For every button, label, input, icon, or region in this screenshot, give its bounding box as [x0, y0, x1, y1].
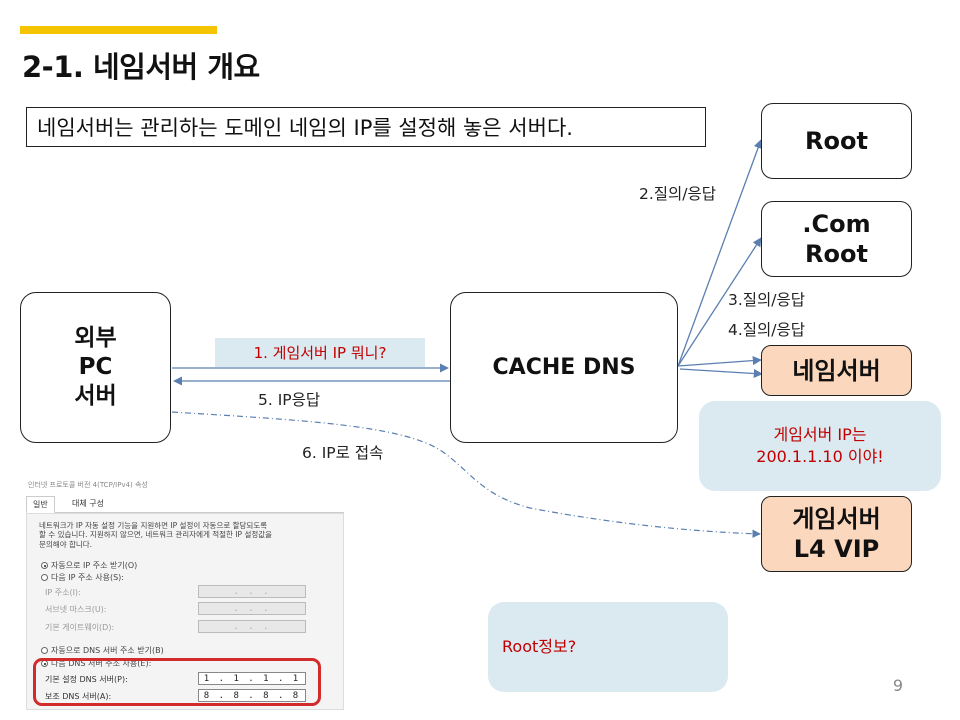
root-info-bubble-text: Root정보?: [502, 637, 577, 657]
radio-dns-manual-label: 다음 DNS 서버 주소 사용(E):: [51, 659, 152, 668]
dialog-body: 네트워크가 IP 자동 설정 기능을 지원하면 IP 설정이 자동으로 할당되도…: [26, 513, 344, 710]
query-label-2: 2.질의/응답: [639, 185, 717, 203]
cache-dns-node: CACHE DNS: [450, 292, 678, 443]
ipv4-properties-dialog: 인터넷 프로토콜 버전 4(TCP/IPv4) 속성 일반 대체 구성 네트워크…: [26, 478, 344, 710]
query-label-3: 3.질의/응답: [728, 291, 806, 309]
arrow-cache-to-root: [677, 139, 763, 367]
dns-highlight-ring: [33, 658, 321, 706]
preferred-dns-input[interactable]: 1 . 1 . 1 . 1: [198, 672, 306, 685]
tab-alternate-config[interactable]: 대체 구성: [72, 499, 104, 508]
radio-dns-auto-label: 자동으로 DNS 서버 주소 받기(B): [51, 646, 164, 655]
root-node: Root: [761, 103, 912, 179]
arrow-cache-to-com-root: [677, 237, 762, 367]
intro-box: 네임서버는 관리하는 도메인 네임의 IP를 설정해 놓은 서버다.: [26, 107, 706, 147]
radio-ip-manual-label: 다음 IP 주소 사용(S):: [51, 573, 124, 582]
preferred-dns-label: 기본 설정 DNS 서버(P):: [45, 675, 128, 684]
query-label-4: 4.질의/응답: [728, 321, 806, 339]
com-root-node: .Com Root: [761, 201, 912, 277]
cache-dns-label: CACHE DNS: [492, 354, 636, 380]
arrow-connect-to-vip: [171, 411, 761, 538]
query-label-1: 1. 게임서버 IP 뭐니?: [215, 338, 425, 367]
root-label: Root: [805, 127, 868, 155]
radio-ip-auto[interactable]: 자동으로 IP 주소 받기(O): [41, 560, 137, 571]
dialog-description: 네트워크가 IP 자동 설정 기능을 지원하면 IP 설정이 자동으로 할당되도…: [39, 521, 273, 549]
game-vip-label: 게임서버 L4 VIP: [792, 505, 881, 563]
dialog-title: 인터넷 프로토콜 버전 4(TCP/IPv4) 속성: [28, 481, 148, 489]
arrow-cache-to-nameserver-return: [679, 368, 763, 379]
ip-address-input[interactable]: . . .: [198, 585, 306, 598]
response-label-5: 5. IP응답: [258, 391, 321, 409]
game-ip-bubble: 게임서버 IP는 200.1.1.10 이야!: [699, 401, 941, 491]
page-title: 2-1. 네임서버 개요: [22, 50, 260, 84]
game-ip-bubble-text: 게임서버 IP는 200.1.1.10 이야!: [756, 425, 884, 466]
ip-address-label: IP 주소(I):: [45, 588, 81, 597]
dialog-tabs: 일반 대체 구성: [26, 496, 344, 513]
game-vip-node: 게임서버 L4 VIP: [761, 496, 912, 572]
page-number: 9: [892, 676, 903, 695]
client-node-label: 외부 PC 서버: [74, 325, 117, 409]
title-accent-bar: [20, 26, 217, 34]
alternate-dns-input[interactable]: 8 . 8 . 8 . 8: [198, 689, 306, 702]
client-pc-server-node: 외부 PC 서버: [20, 292, 171, 443]
radio-ip-auto-dot: [41, 562, 48, 569]
radio-dns-auto[interactable]: 자동으로 DNS 서버 주소 받기(B): [41, 645, 164, 656]
radio-dns-auto-dot: [41, 647, 48, 654]
gateway-label: 기본 게이트웨이(D):: [45, 623, 115, 632]
radio-ip-auto-label: 자동으로 IP 주소 받기(O): [51, 561, 138, 570]
com-root-label: .Com Root: [802, 210, 871, 268]
intro-text: 네임서버는 관리하는 도메인 네임의 IP를 설정해 놓은 서버다.: [37, 116, 573, 140]
gateway-input[interactable]: . . .: [198, 620, 306, 633]
arrow-cache-to-nameserver: [677, 356, 762, 367]
subnet-mask-label: 서브넷 마스크(U):: [45, 605, 107, 614]
radio-ip-manual[interactable]: 다음 IP 주소 사용(S):: [41, 572, 124, 583]
nameserver-node: 네임서버: [761, 345, 912, 396]
nameserver-label: 네임서버: [792, 356, 881, 385]
connect-label-6: 6. IP로 접속: [302, 444, 384, 462]
radio-ip-manual-dot: [41, 574, 48, 581]
root-info-bubble: Root정보?: [488, 602, 728, 692]
subnet-mask-input[interactable]: . . .: [198, 602, 306, 615]
tab-general[interactable]: 일반: [26, 496, 55, 513]
alternate-dns-label: 보조 DNS 서버(A):: [45, 692, 112, 701]
